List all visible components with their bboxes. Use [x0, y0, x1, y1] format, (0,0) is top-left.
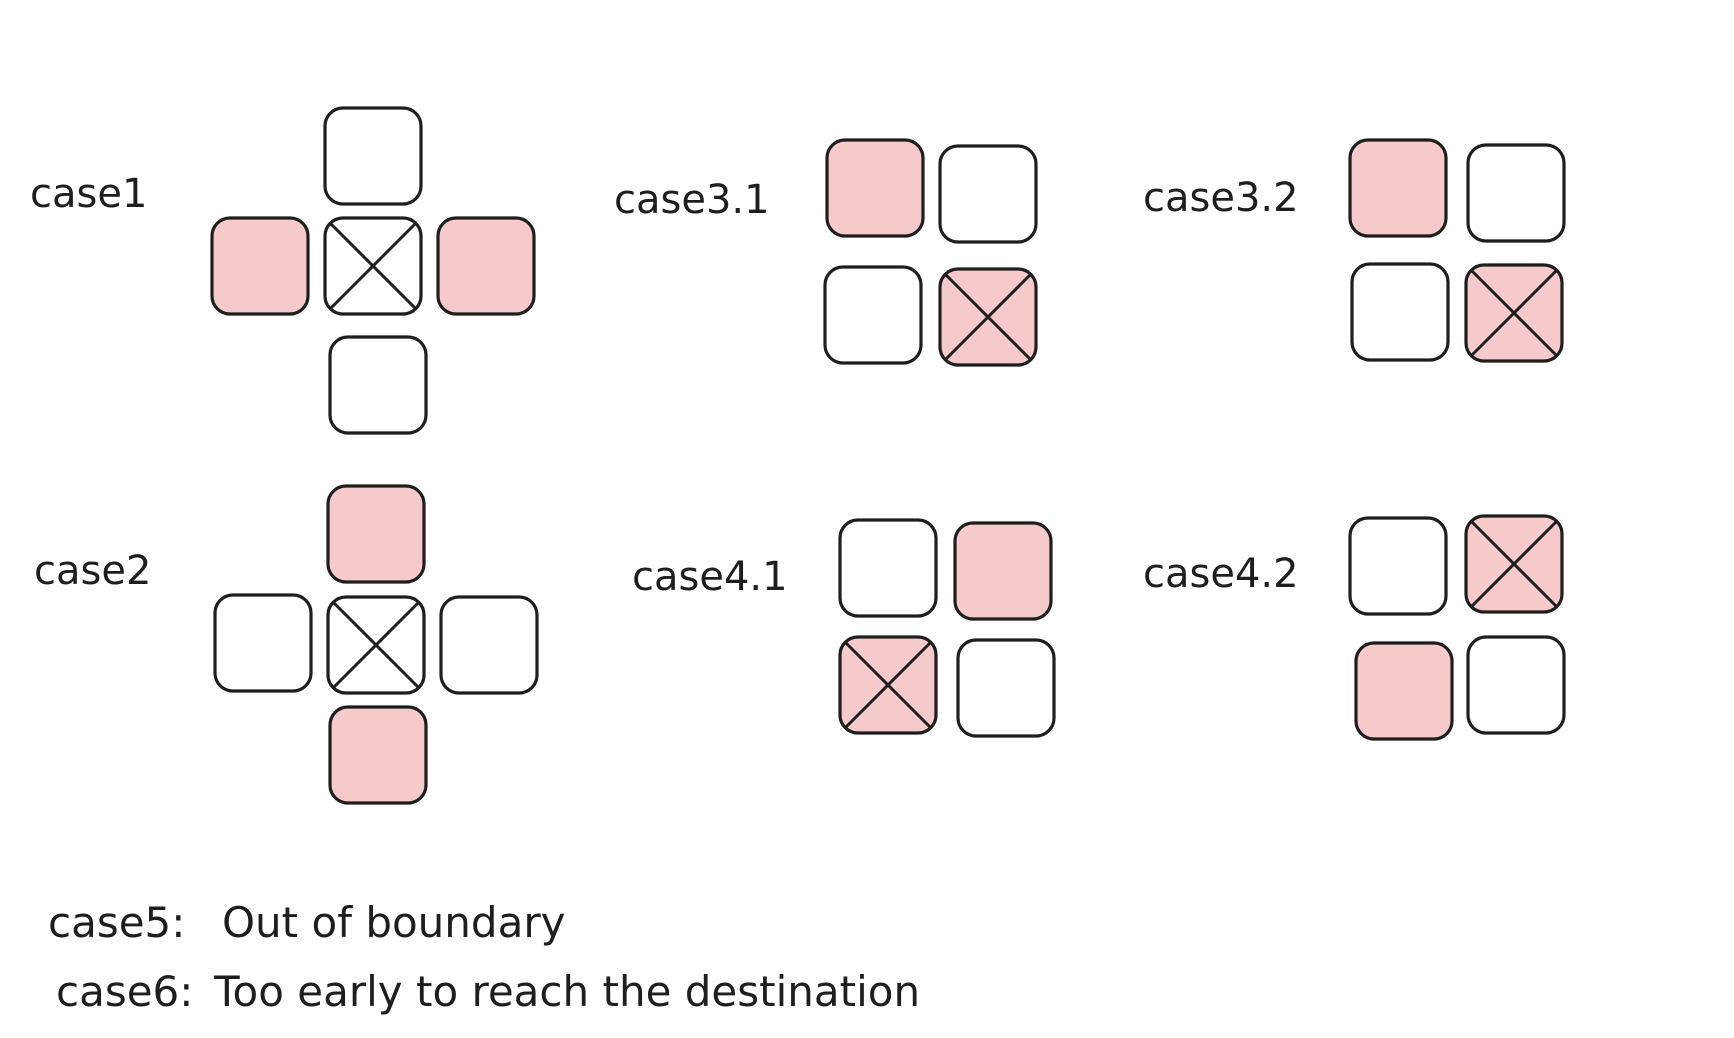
- case1-cell-down-box: [328, 335, 428, 435]
- case1-cell-left: [210, 216, 310, 316]
- case4-1-cell-bottom-right: [956, 638, 1056, 738]
- case4-1-cell-bottom-left: [838, 635, 938, 735]
- case2-cell-up-box: [326, 484, 426, 584]
- case4-2-cell-bottom-right: [1466, 635, 1566, 735]
- case1-cell-center: [323, 216, 423, 316]
- case2-cell-down: [328, 705, 428, 805]
- case2-cell-center: [326, 595, 426, 695]
- case3-2-cell-top-left: [1348, 138, 1448, 238]
- case2-cell-left-box: [213, 593, 313, 693]
- case1-cell-left-box: [210, 216, 310, 316]
- case3-2-label: case3.2: [1143, 175, 1299, 221]
- case1-cell-down: [328, 335, 428, 435]
- case3-1-group: case3.1: [614, 138, 1038, 367]
- case4-1-group: case4.1: [632, 518, 1056, 738]
- case2-cell-center-cross-2: [332, 601, 420, 689]
- note-case5-label: case5:: [48, 898, 185, 947]
- case1-cell-right-box: [436, 216, 536, 316]
- case4-2-cell-bottom-left: [1354, 641, 1454, 741]
- case4-1-cell-top-right-box: [953, 521, 1053, 621]
- case2-cell-right-box: [439, 595, 539, 695]
- case1-cell-right: [436, 216, 536, 316]
- case1-label: case1: [30, 171, 147, 217]
- case3-2-cell-bottom-left-box: [1350, 262, 1450, 362]
- case3-2-cell-top-right: [1466, 143, 1566, 243]
- case4-1-cell-top-right: [953, 521, 1053, 621]
- case1-cell-center-cross-2: [329, 222, 417, 310]
- case4-2-cell-bottom-left-box: [1354, 641, 1454, 741]
- case4-2-cell-top-left-box: [1348, 516, 1448, 616]
- note-case5-text: Out of boundary: [222, 898, 565, 947]
- case3-1-cell-top-left: [825, 138, 925, 238]
- case2-group: case2: [34, 484, 539, 805]
- case3-2-cell-bottom-right: [1464, 263, 1564, 363]
- case3-1-cell-bottom-right-cross-2: [944, 273, 1032, 361]
- case4-2-label: case4.2: [1143, 551, 1299, 597]
- case3-2-cell-bottom-right-cross-2: [1470, 269, 1558, 357]
- case3-2-cell-bottom-left: [1350, 262, 1450, 362]
- case2-cell-up: [326, 484, 426, 584]
- case3-1-label: case3.1: [614, 177, 770, 223]
- case1-cell-up-box: [323, 106, 423, 206]
- case4-1-cell-top-left-box: [838, 518, 938, 618]
- case4-2-cell-top-left: [1348, 516, 1448, 616]
- case3-2-group: case3.2: [1143, 138, 1566, 363]
- case4-1-cell-top-left: [838, 518, 938, 618]
- case2-cell-down-box: [328, 705, 428, 805]
- note-case6-label: case6:: [56, 967, 193, 1016]
- case4-2-cell-bottom-right-box: [1466, 635, 1566, 735]
- case3-1-cell-top-left-box: [825, 138, 925, 238]
- case4-2-cell-top-right: [1464, 514, 1564, 614]
- case3-1-cell-bottom-left-box: [823, 265, 923, 365]
- case4-2-cell-top-right-cross-2: [1470, 520, 1558, 608]
- case2-cell-left: [213, 593, 313, 693]
- case3-1-cell-bottom-left: [823, 265, 923, 365]
- case3-1-cell-top-right-box: [938, 144, 1038, 244]
- case4-1-cell-bottom-right-box: [956, 638, 1056, 738]
- note-case5: case5: Out of boundary: [48, 898, 565, 947]
- case3-2-cell-top-left-box: [1348, 138, 1448, 238]
- note-case6: case6: Too early to reach the destinatio…: [56, 967, 920, 1016]
- case1-cell-up: [323, 106, 423, 206]
- case4-2-group: case4.2: [1143, 514, 1566, 741]
- case4-1-cell-bottom-left-cross-2: [844, 641, 932, 729]
- case4-1-label: case4.1: [632, 554, 788, 600]
- case1-group: case1: [30, 106, 536, 435]
- case2-cell-right: [439, 595, 539, 695]
- note-case6-text: Too early to reach the destination: [213, 967, 920, 1016]
- case3-2-cell-top-right-box: [1466, 143, 1566, 243]
- case2-label: case2: [34, 548, 151, 594]
- case3-1-cell-top-right: [938, 144, 1038, 244]
- case3-1-cell-bottom-right: [938, 267, 1038, 367]
